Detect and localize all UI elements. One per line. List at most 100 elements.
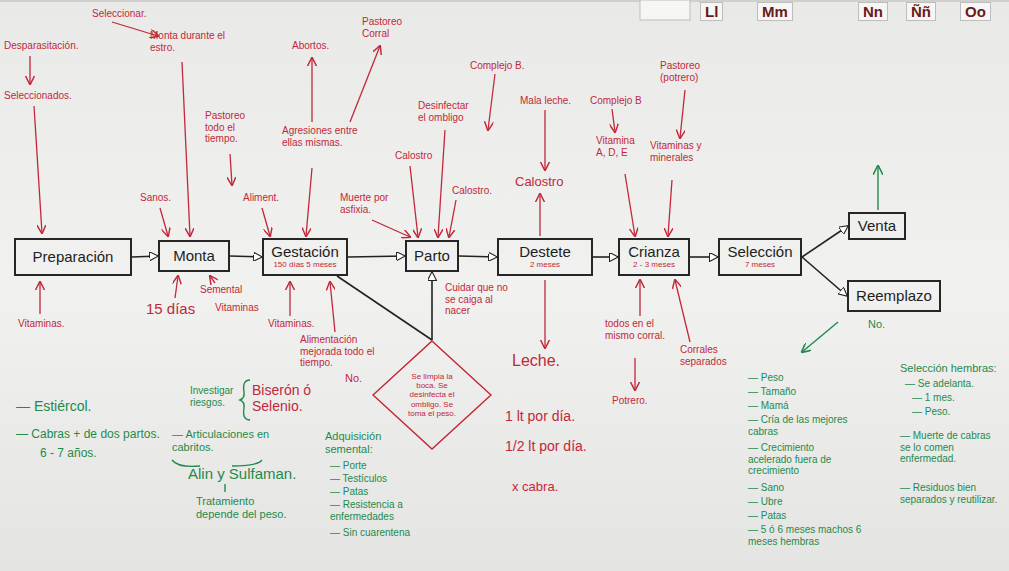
annotation: Monta durante el estro. [150,30,228,53]
leader-lines [30,22,690,390]
annotation: Complejo B [590,95,642,107]
annotation: No. [868,318,885,331]
annotation: — Muerte de cabras se lo comen enfermeda… [900,430,1000,465]
annotation: — Sano [748,482,784,494]
flow-arrow [337,276,432,340]
annotation: Selección hembras: [900,362,1005,375]
annotation: — Tamaño [748,386,796,398]
process-box: Reemplazo [847,280,941,312]
flow-arrow [802,257,847,296]
annotation: — Peso [748,372,784,384]
annotation: — Residuos bien separados y reutilizar. [900,482,1000,505]
alphabet-cards [640,0,690,20]
alphabet-card: Ññ [906,2,936,21]
annotation: — Patas [748,510,786,522]
annotation: Abortos. [292,40,329,52]
annotation: — 1 mes. [912,392,955,404]
process-box: Selección7 meses [718,238,802,276]
annotation: No. [345,372,362,385]
annotation: Vitaminas. [268,318,315,330]
node-title: Monta [173,248,215,265]
node-title: Parto [414,248,450,265]
annotation: Biserón ó Selenio. [252,382,332,414]
annotation: Sanos. [140,192,171,204]
green-marks [172,166,878,492]
annotation: Mala leche. [520,95,571,107]
node-note: 2 - 3 meses [633,261,675,270]
alphabet-card: Oo [960,2,991,21]
annotation: — Se adelanta. [905,378,974,390]
annotation: — Articulaciones en cabritos. [172,428,282,453]
annotation: 6 - 7 años. [40,447,97,461]
annotation: Desinfectar el ombligo [418,100,476,123]
node-note: 7 meses [745,261,775,270]
process-box: Preparación [14,238,132,276]
flow-arrow [690,256,718,258]
annotation: — Ubre [748,496,782,508]
flow-arrow [230,256,262,257]
process-box: Parto [405,240,459,272]
annotation: Pastoreo Corral [362,16,410,39]
annotation: Leche. [512,352,560,370]
annotation: — 5 ó 6 meses machos 6 meses hembras [748,524,868,547]
process-box: Gestación150 días 5 meses [262,238,348,276]
annotation: — Patas [330,486,368,498]
annotation: Vitaminas y minerales [650,140,708,163]
annotation: Adquisición semental: [325,430,407,455]
node-title: Se limpia la boca. Se desinfecta el ombl… [402,372,462,418]
annotation: Vitaminas. [18,318,65,330]
annotation: Corrales separados [680,344,732,367]
annotation: — Resistencia a enfermedades [330,499,420,522]
node-note: 150 días 5 meses [273,261,336,270]
node-title: Destete [519,244,571,261]
process-box: Venta [848,212,906,240]
annotation: 15 días [146,300,195,317]
annotation: — Estiércol. [16,398,91,414]
node-title: Venta [858,218,896,235]
alphabet-card: Mm [757,2,793,21]
annotation: Tratamiento depende del peso. [196,495,291,520]
annotation: Investigar riesgos. [190,385,242,408]
annotation: Pastoreo (potrero) [660,60,718,83]
alphabet-card: Nn [858,2,888,21]
annotation: todos en el mismo corral. [605,318,669,341]
annotation: Agresiones entre ellas mismas. [282,125,360,148]
flow-arrow [431,272,433,340]
annotation: Potrero. [612,395,648,407]
annotation: — Cría de las mejores cabras [748,414,848,437]
annotation: — Mamá [748,400,789,412]
annotation: Desparasitación. [4,40,78,52]
decision-diamond: Se limpia la boca. Se desinfecta el ombl… [372,340,492,450]
node-title: Gestación [271,244,339,261]
node-title: Reemplazo [856,288,932,305]
annotation: x cabra. [512,480,558,495]
annotation: — Sin cuarentena [330,527,410,539]
annotation: Cuidar que no se caiga al nacer [445,282,515,317]
node-note: 2 meses [530,261,560,270]
annotation: — Porte [330,460,367,472]
process-box: Destete2 meses [497,238,593,276]
node-title: Selección [727,244,792,261]
flow-arrow [459,256,497,257]
alphabet-card: Ll [700,2,723,21]
process-box: Monta [158,240,230,272]
annotation: — Testículos [330,473,387,485]
annotation: — Crecimiento acelerado fuera de crecimi… [748,442,848,477]
annotation: Alin y Sulfaman. [188,465,296,482]
annotation: 1/2 lt por día. [505,438,587,454]
annotation: — Cabras + de dos partos. [16,428,186,442]
flow-arrow [348,256,405,257]
process-box: Crianza2 - 3 meses [618,238,690,276]
annotation: Seleccionados. [4,90,72,102]
annotation: Seleccionar. [92,8,146,20]
annotation: — Peso. [912,406,950,418]
annotation: Vitaminas [215,302,259,314]
node-title: Preparación [33,249,114,266]
annotation: Pastoreo todo el tiempo. [205,110,267,145]
annotation: Calostro [515,175,563,190]
flow-arrow [802,226,848,257]
node-title: Crianza [628,244,680,261]
annotation: 1 lt por día. [505,408,575,424]
flow-arrow [593,256,618,258]
